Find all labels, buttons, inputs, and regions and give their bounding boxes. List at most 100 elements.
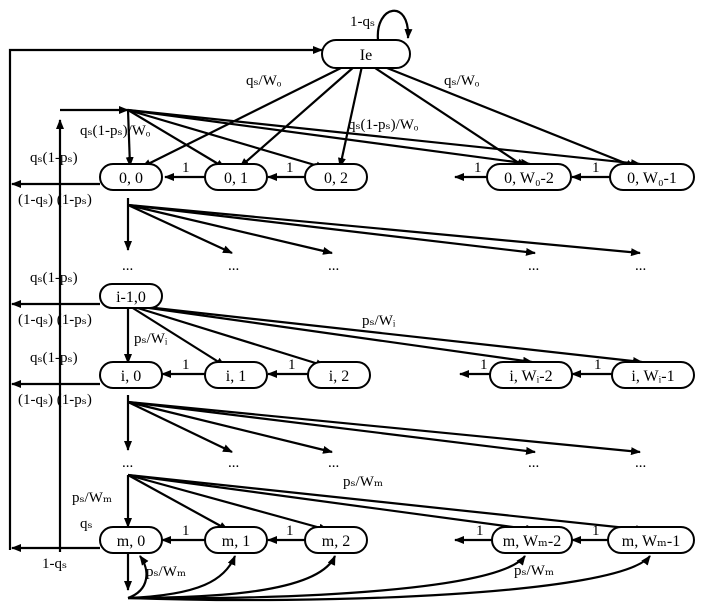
node-m-wm-2-label: m, Wₘ-2 (503, 533, 561, 550)
edge-i10-to-i1 (127, 304, 226, 367)
node-i-1-label: i, 1 (226, 368, 246, 385)
dots-r1-c4: ... (635, 258, 646, 274)
edge-ri-fan-3 (127, 400, 536, 455)
edge-r0-fan-2 (127, 203, 333, 255)
dots-r1-c1: ... (228, 258, 239, 274)
label-qs1ps-wo-mid: qₛ(1-pₛ)/Wₒ (348, 117, 419, 133)
label-1qs-rowm: 1-qₛ (42, 556, 67, 572)
label-one-00-01: 1 (182, 160, 190, 176)
label-ps-wm-left: pₛ/Wₘ (72, 490, 112, 506)
edge-ri-fan-1 (127, 401, 233, 453)
edge-fan-01 (127, 109, 226, 169)
edge-curve-to-m1 (127, 555, 237, 600)
label-qs1ps-rowi: qₛ(1-pₛ) (30, 350, 78, 366)
label-one-mw1: 1 (592, 523, 600, 539)
node-m-1: m, 1 (204, 526, 268, 554)
edge-jm-to-mw2 (127, 473, 536, 533)
node-0-w0-2: 0, W₀-2 (486, 163, 572, 191)
node-0-1: 0, 1 (204, 163, 268, 191)
label-qs-wo-right: qₛ/Wₒ (444, 73, 480, 89)
edge-i10-to-iw1 (127, 303, 643, 365)
node-m-wm-1: m, Wₘ-1 (607, 526, 695, 554)
node-m-wm-2: m, Wₘ-2 (491, 526, 573, 554)
node-i-1-0: i-1,0 (99, 283, 163, 309)
label-qs1ps-rowi1: qₛ(1-pₛ) (30, 270, 78, 286)
edge-fan-02 (127, 108, 326, 170)
node-m-1-label: m, 1 (222, 533, 250, 550)
node-i-0-label: i, 0 (121, 368, 141, 385)
dots-r1-c3: ... (528, 258, 539, 274)
node-ie: Ie (321, 39, 411, 69)
edges (8, 9, 651, 602)
node-i-wi-1: i, Wᵢ-1 (611, 361, 695, 389)
edge-i10-to-i2 (127, 303, 326, 368)
node-i-1: i, 1 (204, 361, 268, 389)
label-one-m0-m1: 1 (182, 523, 190, 539)
node-i-0: i, 0 (99, 361, 163, 389)
node-0-0: 0, 0 (99, 163, 163, 191)
label-ps-wi-left: pₛ/Wᵢ (134, 331, 168, 347)
label-ps-wm-bottom-right: pₛ/Wₘ (514, 563, 554, 579)
label-1qs1ps-rowi1: (1-qₛ) (1-pₛ) (18, 312, 92, 328)
node-i-wi-2: i, Wᵢ-2 (489, 361, 573, 389)
node-i-wi-1-label: i, Wᵢ-1 (631, 368, 674, 385)
edge-labels: 1-qₛ qₛ/Wₒ qₛ/Wₒ qₛ(1-pₛ)/Wₒ qₛ(1-pₛ)/Wₒ… (18, 14, 646, 580)
nodes: Ie 0, 0 0, 1 0, 2 0, W₀-2 0, W₀-1 i-1,0 (99, 39, 695, 554)
label-one-iw2: 1 (480, 357, 488, 373)
node-0-w0-1: 0, W₀-1 (609, 163, 695, 191)
edge-ie-to-01 (239, 65, 356, 168)
edge-curve-to-m0 (127, 555, 149, 600)
edge-i10-to-iw2 (127, 303, 533, 365)
node-m-wm-1-label: m, Wₘ-1 (622, 533, 680, 550)
node-i-wi-2-label: i, Wᵢ-2 (509, 368, 552, 385)
dots-r2-c4: ... (635, 455, 646, 471)
edge-ri-fan-2 (127, 400, 333, 454)
node-m-2: m, 2 (304, 526, 368, 554)
label-one-i1-i2: 1 (288, 357, 296, 373)
label-ie-self-loop: 1-qₛ (350, 14, 375, 30)
edge-curve-to-mw2 (127, 555, 526, 600)
node-m-2-label: m, 2 (322, 533, 350, 550)
node-i-1-0-label: i-1,0 (116, 289, 146, 306)
node-0-0-label: 0, 0 (119, 170, 143, 187)
label-1qs1ps-row0: (1-qₛ) (1-pₛ) (18, 192, 92, 208)
node-m-0: m, 0 (99, 526, 163, 554)
label-qs-rowm: qₛ (80, 516, 93, 532)
edge-curve-to-mw1 (127, 555, 651, 602)
dots-r2-c3: ... (528, 455, 539, 471)
edge-ie-self-loop (376, 9, 413, 41)
edge-jm-to-mw1 (127, 473, 646, 534)
edge-ri-fan-4 (127, 400, 641, 456)
label-ps-wm-bottom-left: pₛ/Wₘ (146, 564, 186, 580)
dots-r1-c2: ... (328, 258, 339, 274)
edge-ie-to-02 (338, 65, 364, 168)
node-ie-label: Ie (360, 47, 372, 64)
label-one-0w1: 1 (592, 160, 600, 176)
label-qs-wo-left: qₛ/Wₒ (246, 73, 282, 89)
label-ps-wm-right: pₛ/Wₘ (343, 474, 383, 490)
edge-r0-fan-1 (127, 204, 233, 254)
label-one-mw2: 1 (476, 523, 484, 539)
label-one-01-02: 1 (286, 160, 294, 176)
node-0-2-label: 0, 2 (324, 170, 348, 187)
label-ps-wi-right: pₛ/Wᵢ (362, 313, 396, 329)
node-0-w0-1-label: 0, W₀-1 (627, 170, 677, 187)
node-i-2-label: i, 2 (329, 368, 349, 385)
edge-fan-0w2 (127, 108, 531, 167)
edge-jm-to-m1 (127, 474, 229, 531)
label-qs1ps-wo-left: qₛ(1-pₛ)/Wₒ (80, 123, 151, 139)
edge-r0-fan-4 (127, 203, 641, 257)
label-1qs1ps-rowi: (1-qₛ) (1-pₛ) (18, 392, 92, 408)
node-0-1-label: 0, 1 (224, 170, 248, 187)
edge-ie-to-00 (141, 65, 346, 168)
node-0-2: 0, 2 (304, 163, 368, 191)
edge-r0-fan-3 (127, 203, 536, 256)
edge-loop-to-ie (8, 46, 323, 550)
label-one-i0-i1: 1 (182, 357, 190, 373)
edge-fan-0w1 (127, 108, 641, 168)
dots-r1-c0: ... (122, 258, 133, 274)
edge-fan-00 (125, 109, 134, 167)
label-one-iw1: 1 (594, 357, 602, 373)
node-i-2: i, 2 (307, 361, 371, 389)
